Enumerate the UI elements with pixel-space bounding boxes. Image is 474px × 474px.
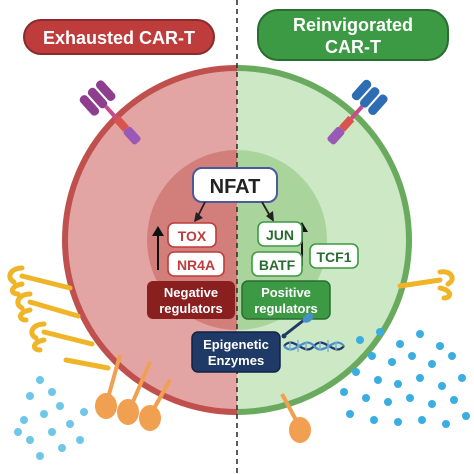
dna-icon bbox=[283, 340, 345, 352]
nfat-label: NFAT bbox=[210, 176, 261, 198]
reinvigorated-title-line2: CAR-T bbox=[325, 37, 381, 57]
gene-nr4a-label: NR4A bbox=[177, 257, 215, 273]
car-receptor-icon bbox=[327, 79, 388, 145]
positive-regulators-line1: Positive bbox=[261, 285, 311, 300]
exhausted-title: Exhausted CAR-T bbox=[43, 28, 195, 48]
costim-receptor-icon bbox=[95, 354, 172, 431]
reinvigorated-title-pill: Reinvigorated CAR-T bbox=[257, 9, 449, 61]
gene-tox: TOX bbox=[167, 222, 217, 248]
reinvigorated-title-line1: Reinvigorated bbox=[293, 15, 413, 35]
gene-nr4a: NR4A bbox=[167, 251, 225, 277]
cytokine-icon bbox=[14, 376, 88, 460]
arrowheads bbox=[194, 211, 274, 222]
epigenetic-enzymes-line1: Epigenetic bbox=[203, 337, 269, 352]
gene-tox-label: TOX bbox=[178, 228, 207, 244]
gene-tcf1: TCF1 bbox=[309, 243, 359, 269]
exhausted-title-pill: Exhausted CAR-T bbox=[23, 19, 215, 55]
epigenetic-enzymes-line2: Enzymes bbox=[208, 353, 264, 368]
gene-jun-label: JUN bbox=[266, 227, 294, 243]
nfat-arrows bbox=[197, 201, 271, 217]
nfat-box: NFAT bbox=[192, 167, 278, 203]
costim-receptor-icon bbox=[280, 393, 311, 443]
positive-regulators-line2: regulators bbox=[254, 301, 318, 316]
negative-regulators-line2: regulators bbox=[159, 301, 223, 316]
positive-regulators-box: Positive regulators bbox=[241, 280, 331, 320]
cytokine-icon bbox=[340, 328, 470, 428]
gene-jun: JUN bbox=[257, 221, 303, 247]
negative-regulators-line1: Negative bbox=[164, 285, 218, 300]
gene-batf-label: BATF bbox=[259, 257, 296, 273]
epigenetic-enzymes-box: Epigenetic Enzymes bbox=[191, 331, 281, 373]
up-arrow-icon bbox=[152, 226, 164, 270]
negative-regulators-box: Negative regulators bbox=[147, 281, 235, 319]
gene-batf: BATF bbox=[251, 251, 303, 277]
inhibitory-receptor-icon bbox=[397, 269, 455, 301]
gene-tcf1-label: TCF1 bbox=[317, 249, 352, 265]
car-receptor-icon bbox=[79, 80, 141, 145]
inhibitory-receptor-icon bbox=[7, 265, 111, 371]
pipette-icon bbox=[281, 313, 314, 339]
